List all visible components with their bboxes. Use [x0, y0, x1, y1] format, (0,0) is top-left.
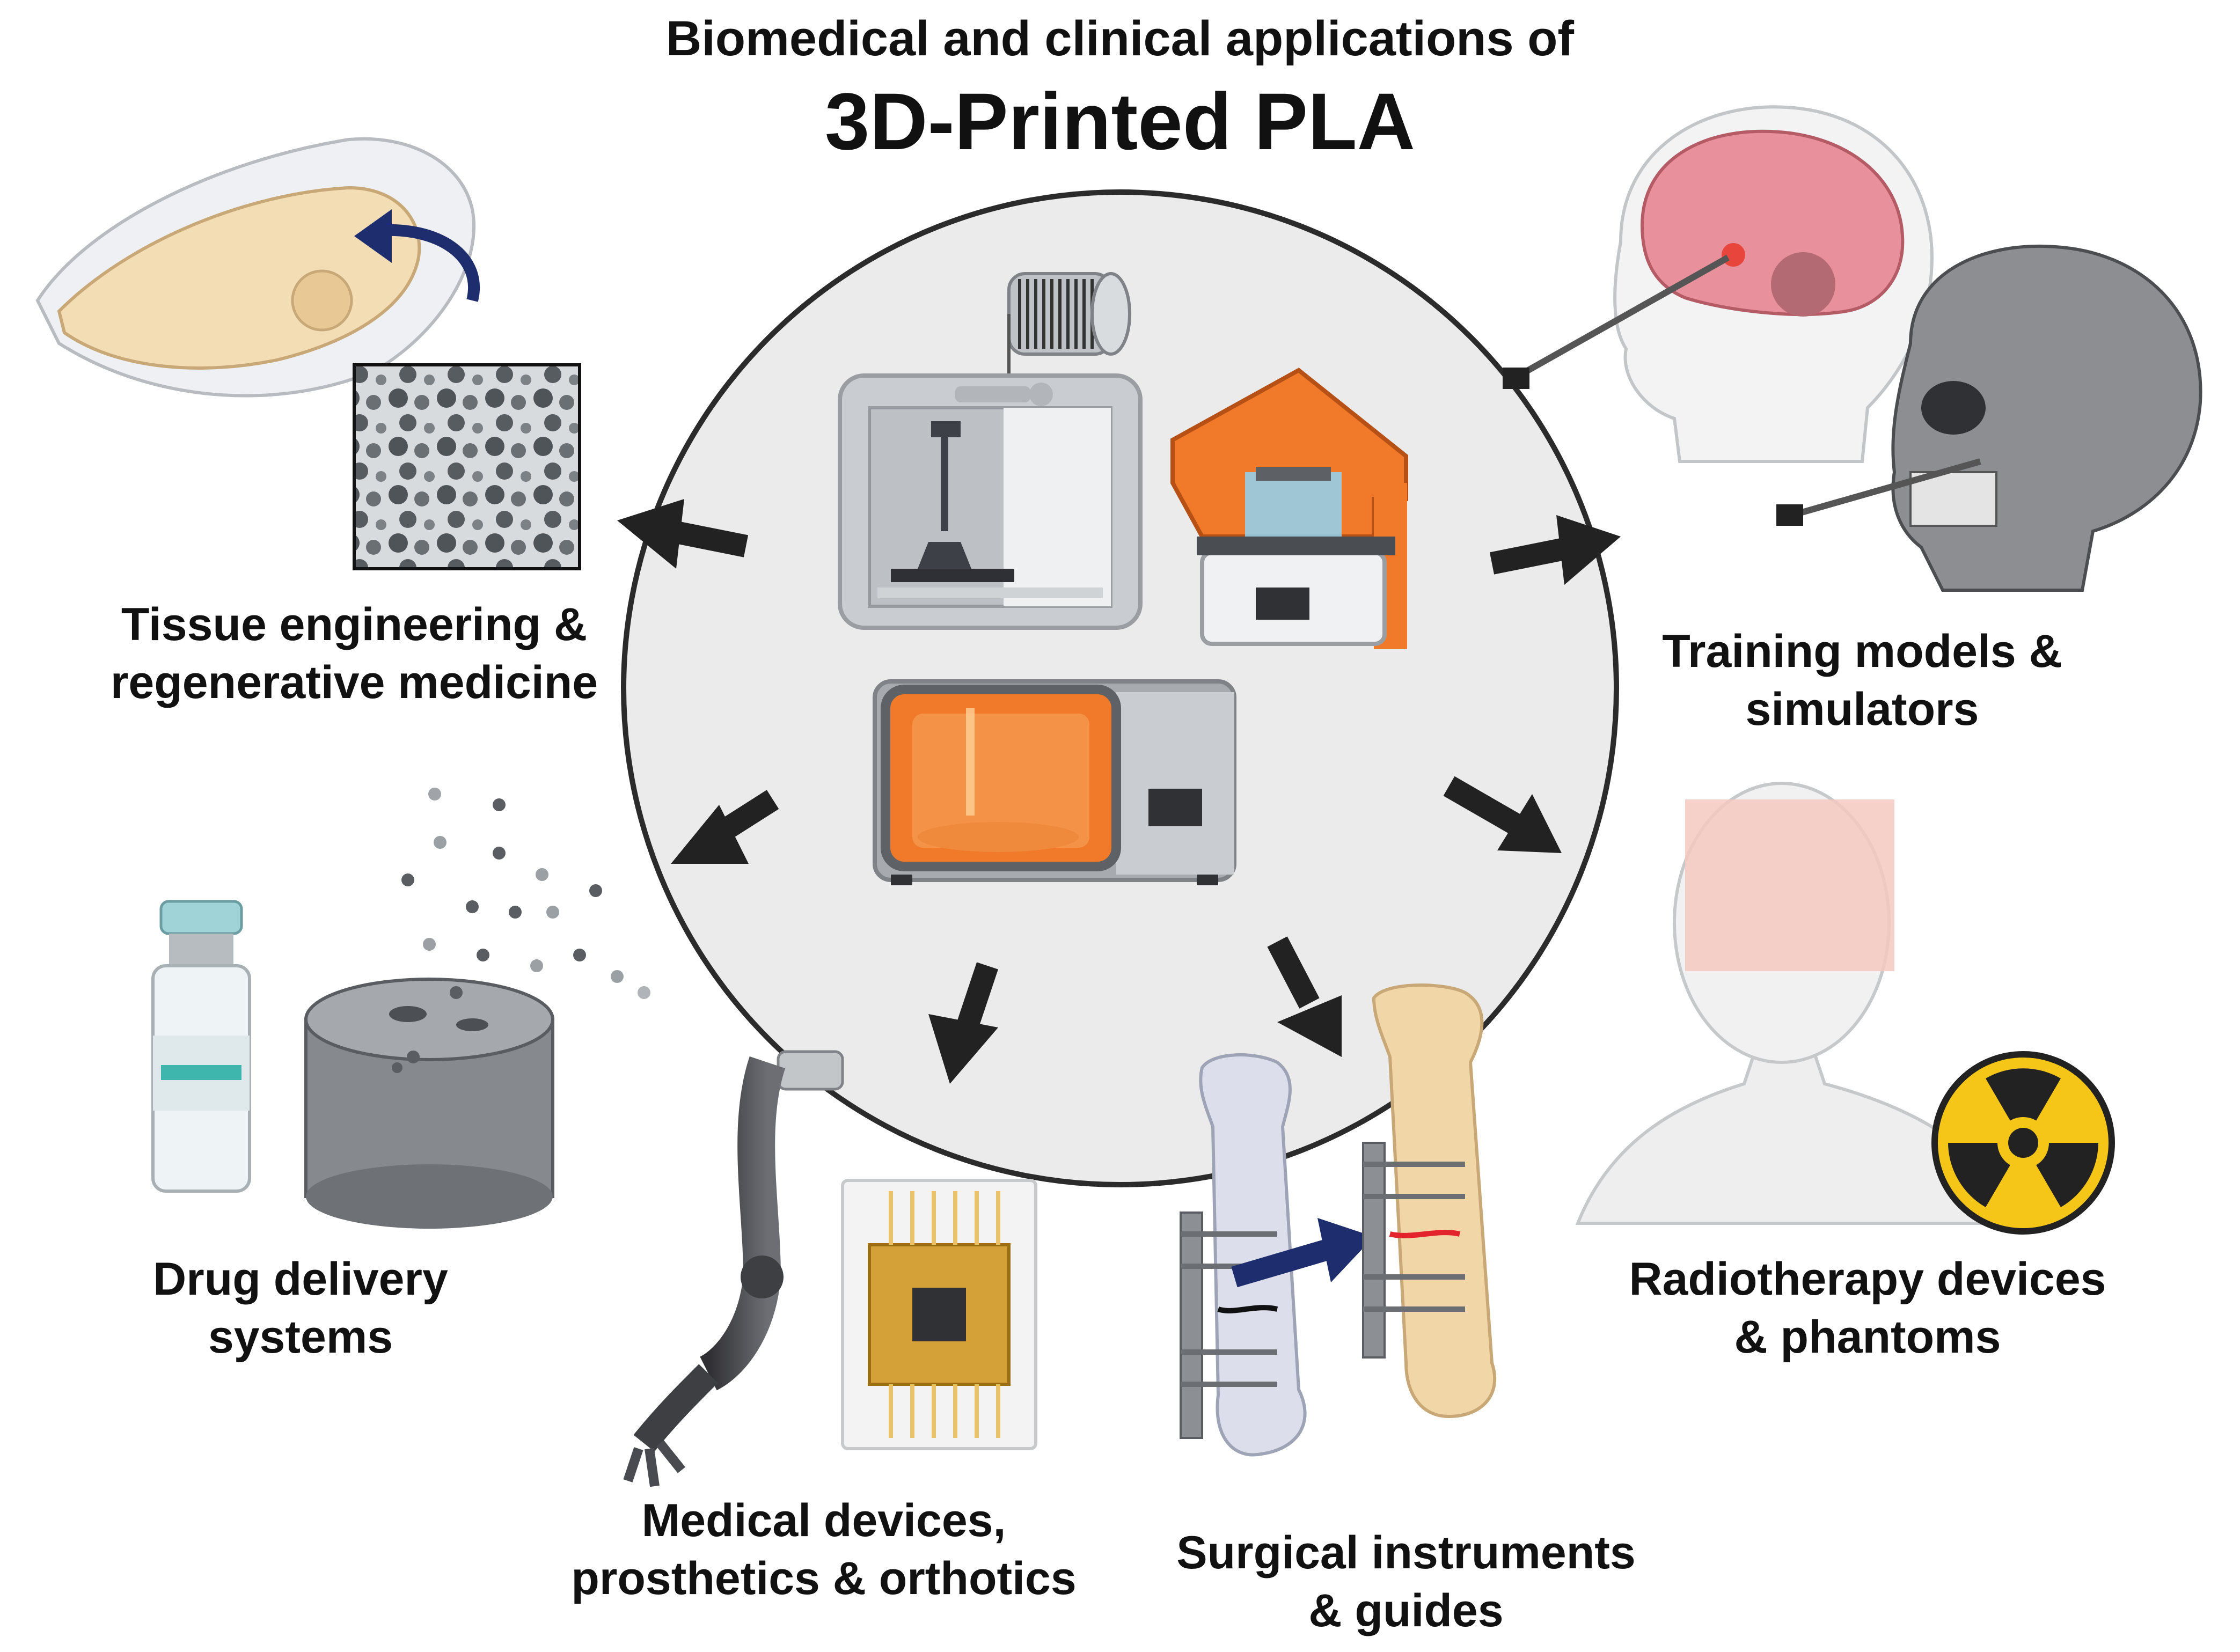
label-medical-line2: prosthetics & orthotics: [571, 1553, 1077, 1604]
figure-title: 3D-Printed PLA: [824, 76, 1416, 166]
label-tissue-engineering: Tissue engineering & regenerative medici…: [70, 596, 639, 711]
label-tissue-line2: regenerative medicine: [110, 657, 598, 708]
label-medical-devices: Medical devices, prosthetics & orthotics: [515, 1492, 1132, 1607]
label-radiotherapy-line2: & phantoms: [1734, 1311, 2001, 1363]
patient-bust-icon: [1575, 782, 2021, 1225]
label-radiotherapy: Radiotherapy devices & phantoms: [1546, 1250, 2190, 1366]
arrows-group: [617, 499, 1621, 1084]
drug-scaffold-icon: [304, 978, 554, 1229]
sls-3d-printer-icon: [873, 679, 1236, 885]
femur-repaired-icon: [1362, 983, 1497, 1419]
arrow-to-medical-devices: [928, 962, 998, 1084]
label-drug-line1: Drug delivery: [153, 1253, 448, 1305]
label-tissue-line1: Tissue engineering &: [121, 599, 588, 650]
arrow-to-tissue-engineering: [617, 499, 749, 569]
femur-fractured-icon: [1180, 1053, 1307, 1457]
prosthetic-arm-icon: [623, 1050, 844, 1487]
sla-resin-printer-icon: [1170, 368, 1408, 649]
label-training-line1: Training models &: [1662, 626, 2062, 677]
brain-head-model-icon: [1503, 105, 1934, 463]
label-drug-delivery: Drug delivery systems: [86, 1250, 515, 1366]
label-surgical-instruments: Surgical instruments & guides: [1132, 1524, 1680, 1640]
rat-skull-icon: [35, 137, 480, 398]
label-radiotherapy-line1: Radiotherapy devices: [1629, 1253, 2106, 1305]
surgical-transition-arrow: [1231, 1218, 1374, 1288]
label-surgical-line2: & guides: [1308, 1585, 1504, 1636]
fdm-3d-printer-icon: [838, 373, 1143, 630]
label-medical-line1: Medical devices,: [641, 1495, 1006, 1546]
arrow-to-training-models: [1489, 515, 1621, 585]
arrow-to-surgical-instruments: [1267, 936, 1342, 1057]
label-training-line2: simulators: [1745, 684, 1979, 735]
label-training-models: Training models & simulators: [1599, 622, 2125, 738]
radiation-symbol-icon: [1931, 1051, 2115, 1235]
porous-scaffold-icon: [353, 363, 581, 570]
figure-subtitle: Biomedical and clinical applications of: [665, 11, 1575, 66]
drug-particles: [392, 788, 650, 1073]
drug-vial-icon: [151, 900, 251, 1193]
human-skull-model-icon: [1776, 245, 2202, 592]
arrow-to-radiotherapy: [1443, 776, 1562, 853]
arrow-to-drug-delivery: [671, 790, 779, 864]
filament-spool-icon: [1007, 272, 1131, 376]
label-drug-line2: systems: [208, 1311, 393, 1363]
microchip-device-icon: [841, 1179, 1037, 1450]
label-surgical-line1: Surgical instruments: [1176, 1527, 1636, 1578]
